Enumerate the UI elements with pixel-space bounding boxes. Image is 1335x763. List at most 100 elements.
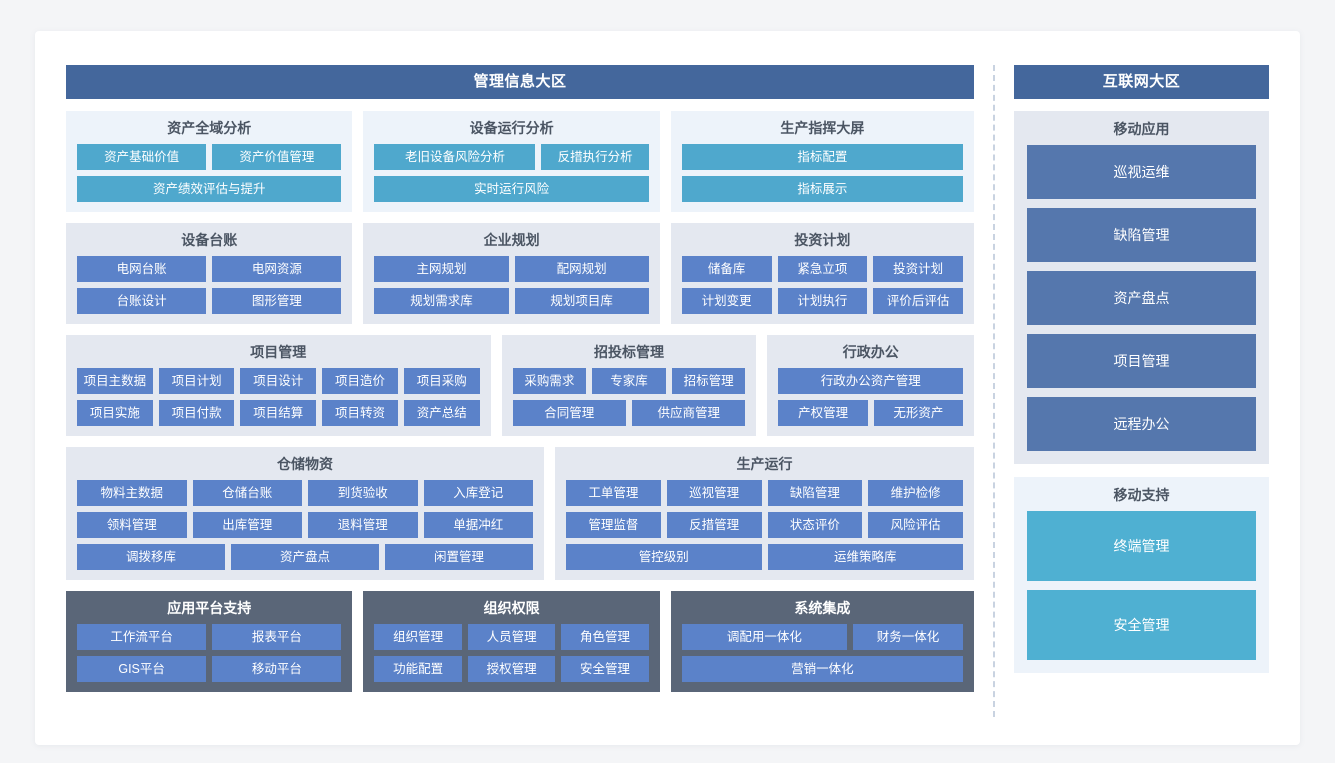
- module-button[interactable]: 安全管理: [561, 656, 649, 682]
- group-title: 设备台账: [181, 232, 238, 248]
- module-button[interactable]: 项目转资: [322, 400, 398, 426]
- module-button[interactable]: 人员管理: [467, 624, 556, 650]
- module-button[interactable]: 移动平台: [212, 656, 342, 682]
- module-button[interactable]: 项目管理: [1027, 334, 1256, 388]
- module-button[interactable]: 闲置管理: [385, 544, 533, 570]
- module-button[interactable]: 调配用一体化: [681, 624, 847, 650]
- module-button[interactable]: 规划项目库: [514, 288, 649, 314]
- module-button[interactable]: 老旧设备风险分析: [374, 144, 536, 170]
- button-row: 项目主数据 项目计划 项目设计 项目造价 项目采购: [77, 368, 480, 394]
- module-button[interactable]: 供应商管理: [632, 400, 746, 426]
- module-button[interactable]: 评价后评估: [873, 288, 964, 314]
- module-button[interactable]: 风险评估: [868, 512, 963, 538]
- group-system-integration: 系统集成 调配用一体化 财务一体化 营销一体化: [670, 591, 974, 692]
- module-button[interactable]: 资产盘点: [231, 544, 379, 570]
- module-button[interactable]: 台账设计: [77, 288, 207, 314]
- module-button[interactable]: 产权管理: [778, 400, 868, 426]
- button-row: 营销一体化: [681, 656, 963, 682]
- module-button[interactable]: 状态评价: [767, 512, 863, 538]
- architecture-board: 管理信息大区 资产全域分析 资产基础价值 资产价值管理 资产绩效评估与提升 设备…: [66, 65, 1269, 717]
- button-row: 组织管理 人员管理 角色管理: [374, 624, 649, 650]
- module-button[interactable]: 紧急立项: [777, 256, 868, 282]
- module-button[interactable]: 项目设计: [240, 368, 317, 394]
- module-button[interactable]: 实时运行风险: [374, 176, 649, 202]
- module-button[interactable]: 缺陷管理: [1027, 208, 1256, 262]
- group-org-permission: 组织权限 组织管理 人员管理 角色管理 功能配置 授权管理 安全管理: [363, 591, 660, 692]
- module-button[interactable]: 项目主数据: [77, 368, 153, 394]
- module-button[interactable]: 调拨移库: [77, 544, 225, 570]
- group-administrative-office: 行政办公 行政办公资产管理 产权管理 无形资产: [767, 335, 974, 436]
- zone-header-internet: 互联网大区: [1014, 65, 1269, 99]
- module-button[interactable]: 行政办公资产管理: [778, 368, 963, 394]
- module-button[interactable]: 终端管理: [1027, 511, 1256, 581]
- module-button[interactable]: 巡视运维: [1027, 145, 1256, 199]
- module-button[interactable]: 运维策略库: [767, 544, 963, 570]
- module-button[interactable]: 储备库: [681, 256, 772, 282]
- module-button[interactable]: 反措执行分析: [541, 144, 649, 170]
- module-button[interactable]: 工作流平台: [77, 624, 207, 650]
- module-button[interactable]: 项目实施: [77, 400, 153, 426]
- module-button[interactable]: 功能配置: [374, 656, 462, 682]
- module-button[interactable]: 资产盘点: [1027, 271, 1256, 325]
- module-button[interactable]: 组织管理: [374, 624, 462, 650]
- module-button[interactable]: 到货验收: [308, 480, 418, 506]
- module-button[interactable]: 反措管理: [666, 512, 762, 538]
- button-row: 电网台账 电网资源: [77, 256, 342, 282]
- module-button[interactable]: 无形资产: [873, 400, 963, 426]
- module-button[interactable]: 项目造价: [322, 368, 398, 394]
- group-title: 行政办公: [842, 344, 899, 360]
- module-button[interactable]: GIS平台: [77, 656, 207, 682]
- module-button[interactable]: 资产基础价值: [77, 144, 207, 170]
- module-button[interactable]: 电网资源: [212, 256, 342, 282]
- module-button[interactable]: 出库管理: [192, 512, 302, 538]
- module-button[interactable]: 主网规划: [374, 256, 509, 282]
- module-button[interactable]: 管控级别: [566, 544, 762, 570]
- module-button[interactable]: 规划需求库: [374, 288, 509, 314]
- module-button[interactable]: 项目计划: [158, 368, 235, 394]
- button-row: 工作流平台 报表平台: [77, 624, 342, 650]
- button-row: 调拨移库 资产盘点 闲置管理: [77, 544, 533, 570]
- module-button[interactable]: 专家库: [592, 368, 666, 394]
- module-button[interactable]: 招标管理: [671, 368, 746, 394]
- module-button[interactable]: 营销一体化: [681, 656, 963, 682]
- module-button[interactable]: 计划变更: [681, 288, 772, 314]
- module-button[interactable]: 合同管理: [512, 400, 627, 426]
- module-button[interactable]: 远程办公: [1027, 397, 1256, 451]
- module-button[interactable]: 图形管理: [212, 288, 342, 314]
- module-button[interactable]: 采购需求: [512, 368, 587, 394]
- module-button[interactable]: 授权管理: [467, 656, 556, 682]
- button-row: 功能配置 授权管理 安全管理: [374, 656, 649, 682]
- module-button[interactable]: 巡视管理: [666, 480, 762, 506]
- module-button[interactable]: 安全管理: [1027, 590, 1256, 660]
- module-button[interactable]: 配网规划: [514, 256, 649, 282]
- module-button[interactable]: 资产总结: [403, 400, 480, 426]
- module-button[interactable]: 项目采购: [403, 368, 480, 394]
- module-button[interactable]: 资产价值管理: [212, 144, 342, 170]
- button-row: 资产基础价值 资产价值管理: [77, 144, 342, 170]
- button-row: 主网规划 配网规划: [374, 256, 649, 282]
- module-button[interactable]: 缺陷管理: [767, 480, 863, 506]
- module-button[interactable]: 资产绩效评估与提升: [77, 176, 342, 202]
- group-title: 系统集成: [794, 600, 851, 616]
- module-button[interactable]: 仓储台账: [192, 480, 302, 506]
- module-button[interactable]: 角色管理: [561, 624, 649, 650]
- module-button[interactable]: 退料管理: [308, 512, 418, 538]
- module-button[interactable]: 财务一体化: [852, 624, 963, 650]
- module-button[interactable]: 项目付款: [158, 400, 235, 426]
- group-title: 设备运行分析: [469, 120, 554, 136]
- group-enterprise-plan: 企业规划 主网规划 配网规划 规划需求库 规划项目库: [363, 223, 660, 324]
- module-button[interactable]: 报表平台: [212, 624, 342, 650]
- module-button[interactable]: 领料管理: [77, 512, 187, 538]
- module-button[interactable]: 维护检修: [868, 480, 963, 506]
- module-button[interactable]: 工单管理: [566, 480, 661, 506]
- module-button[interactable]: 指标展示: [681, 176, 963, 202]
- module-button[interactable]: 单据冲红: [423, 512, 533, 538]
- module-button[interactable]: 管理监督: [566, 512, 661, 538]
- module-button[interactable]: 项目结算: [240, 400, 317, 426]
- module-button[interactable]: 指标配置: [681, 144, 963, 170]
- module-button[interactable]: 入库登记: [423, 480, 533, 506]
- module-button[interactable]: 物料主数据: [77, 480, 187, 506]
- module-button[interactable]: 投资计划: [873, 256, 964, 282]
- module-button[interactable]: 计划执行: [777, 288, 868, 314]
- module-button[interactable]: 电网台账: [77, 256, 207, 282]
